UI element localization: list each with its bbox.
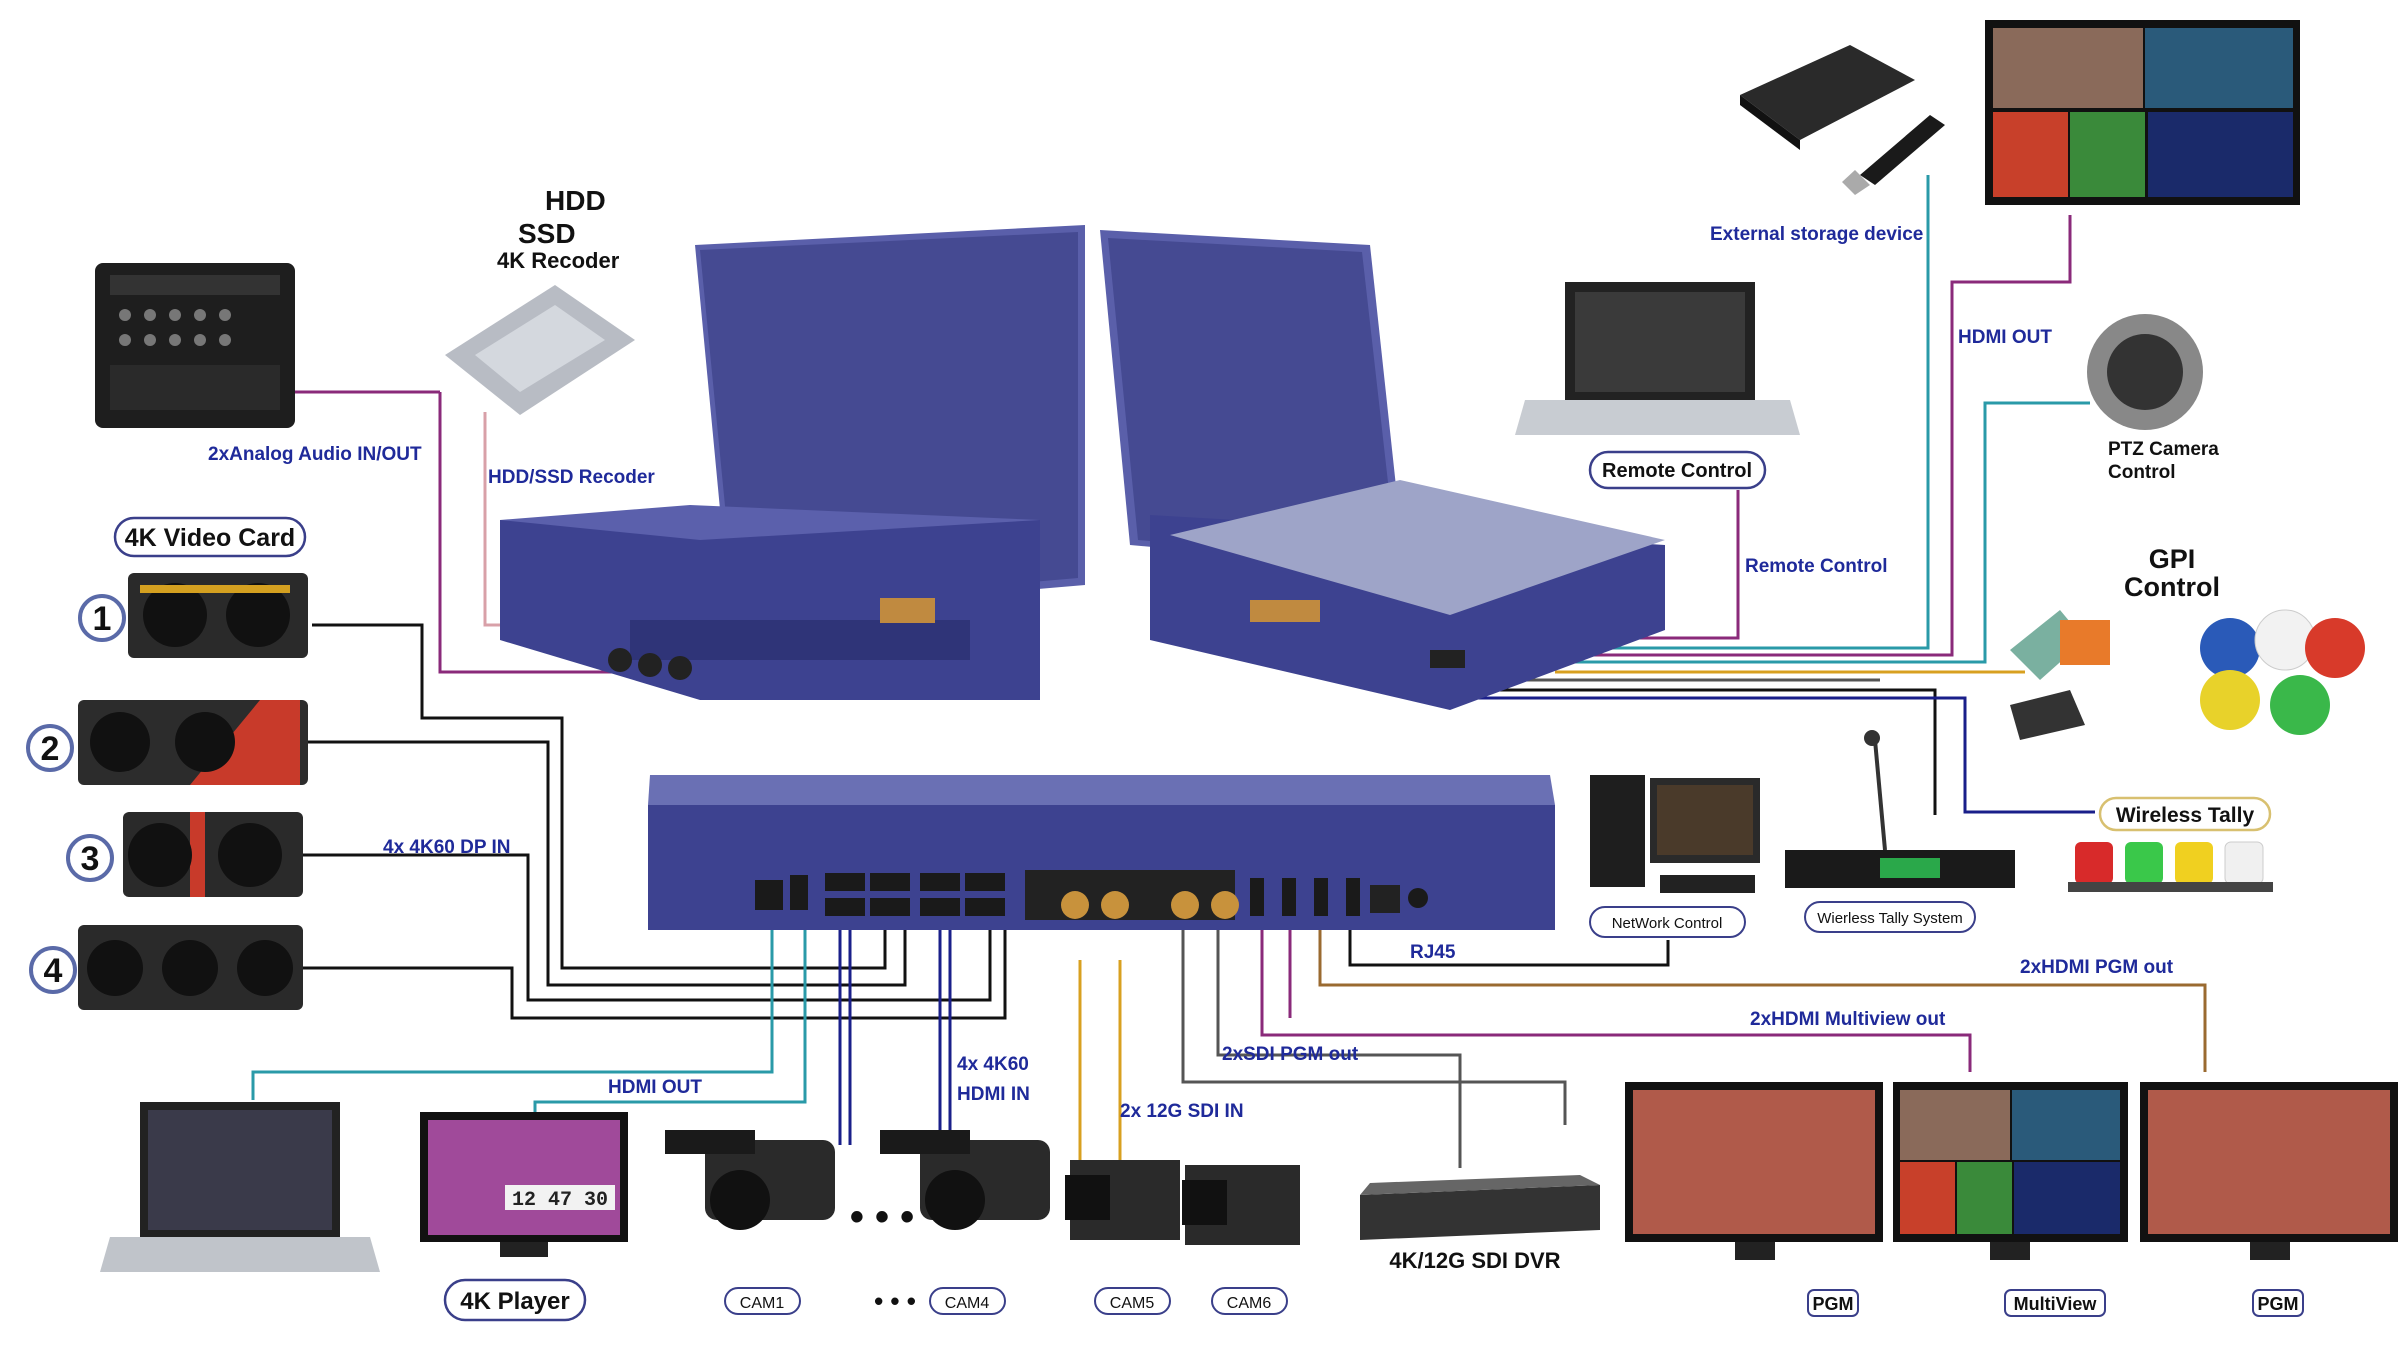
- label-hdmi-out-bottom: HDMI OUT: [608, 1077, 702, 1098]
- laptop-switcher-right: [1100, 230, 1665, 710]
- tally-system-box: [1785, 730, 2015, 888]
- label-external-storage: External storage device: [1710, 224, 1923, 245]
- label-hdd-ssd-recorder: HDD/SSD Recoder: [488, 467, 655, 488]
- label-dvr: 4K/12G SDI DVR: [1389, 1248, 1560, 1273]
- line-hdmi-top: [1555, 215, 2072, 657]
- line-ptz: [1555, 401, 2090, 664]
- audio-mixer: [95, 263, 295, 428]
- camera-5: [1065, 1160, 1180, 1240]
- label-cam1: CAM1: [740, 1295, 785, 1312]
- tally-lights: [2068, 841, 2273, 892]
- video-card-4: [78, 925, 303, 1010]
- label-hdmi-out-top: HDMI OUT: [1958, 327, 2052, 348]
- label-sdi-pgm-out: 2xSDI PGM out: [1222, 1044, 1359, 1065]
- label-hdmi-in-2: HDMI IN: [957, 1084, 1030, 1105]
- label-monitor-multiview: MultiView: [2014, 1294, 2098, 1314]
- cameras-hdmi: [665, 1130, 1050, 1230]
- label-ellipsis-bottom: • • •: [874, 1286, 916, 1316]
- connection-lines: [251, 175, 2207, 1168]
- label-hdd: HDD: [545, 185, 606, 216]
- label-4k-player: 4K Player: [460, 1288, 569, 1315]
- monitor-pgm-2: [2140, 1082, 2398, 1260]
- line-card-4: [303, 912, 1007, 1020]
- video-card-1: [128, 573, 308, 658]
- player-clock: 12 47 30: [512, 1189, 608, 1212]
- monitor-pgm-1: [1625, 1082, 1883, 1260]
- label-ellipsis-top: • • •: [850, 1195, 914, 1239]
- ptz-joystick: [2087, 314, 2203, 430]
- label-audio: 2xAnalog Audio IN/OUT: [208, 444, 422, 465]
- label-remote-control-box: Remote Control: [1602, 460, 1752, 482]
- laptop-bottom-left: [100, 1102, 380, 1272]
- video-card-2: [78, 700, 308, 785]
- monitor-multiview: [1893, 1082, 2128, 1260]
- line-card-2: [308, 740, 907, 987]
- label-remote-control-line: Remote Control: [1745, 556, 1888, 577]
- camera-labels: CAM1 • • • • • • CAM4 CAM5 CAM6: [724, 1195, 1288, 1316]
- player-monitor: 12 47 30: [420, 1112, 628, 1257]
- line-hdmi-out-2: [533, 912, 807, 1112]
- ssd-drive: [445, 285, 635, 415]
- monitor-labels: PGM MultiView PGM: [1807, 1289, 2304, 1317]
- camera-4: [880, 1130, 1050, 1230]
- label-cam6: CAM6: [1227, 1295, 1272, 1312]
- label-ptz-2: Control: [2108, 462, 2176, 483]
- card-number-4: 4: [44, 952, 63, 990]
- card-number-1: 1: [93, 600, 112, 638]
- label-wireless-tally-system: Wierless Tally System: [1817, 910, 1963, 927]
- camera-1: [665, 1130, 835, 1230]
- network-pc: [1590, 775, 1760, 893]
- camera-6: [1182, 1165, 1300, 1245]
- label-video-card: 4K Video Card: [125, 524, 295, 552]
- label-ssd: SSD: [518, 218, 576, 249]
- label-sdi-in: 2x 12G SDI IN: [1120, 1101, 1244, 1122]
- label-hdmi-multiview-out: 2xHDMI Multiview out: [1750, 1009, 1946, 1030]
- label-rj45: RJ45: [1410, 942, 1456, 963]
- line-hdmi-pgm: [1318, 920, 2207, 1072]
- label-network-control: NetWork Control: [1612, 915, 1723, 932]
- card-numbers: 1 2 3 4: [26, 594, 126, 994]
- label-ptz: PTZ Camera: [2108, 439, 2219, 460]
- dvr-box: [1360, 1175, 1600, 1240]
- label-dp-in: 4x 4K60 DP IN: [383, 837, 510, 858]
- label-gpi-2: Control: [2124, 572, 2220, 602]
- remote-control-laptop: [1515, 282, 1800, 435]
- card-number-2: 2: [41, 730, 60, 768]
- line-hdmi-out-1: [251, 912, 774, 1100]
- label-hdmi-pgm-out: 2xHDMI PGM out: [2020, 957, 2174, 978]
- laptop-switcher-left: [500, 225, 1085, 700]
- card-number-3: 3: [81, 840, 100, 878]
- line-multiview: [1260, 920, 1972, 1072]
- line-wireless-tally: [1460, 696, 2095, 814]
- label-hdmi-in-1: 4x 4K60: [957, 1054, 1029, 1075]
- label-cam5: CAM5: [1110, 1295, 1155, 1312]
- video-card-3: [123, 812, 303, 897]
- cameras-sdi: [1065, 1160, 1300, 1245]
- label-4k-recorder: 4K Recoder: [497, 248, 620, 273]
- video-cards: [78, 573, 308, 1010]
- external-storage-device: [1740, 45, 1945, 195]
- line-ext-storage: [1555, 175, 1930, 650]
- label-gpi: GPI: [2149, 544, 2196, 574]
- label-cam4: CAM4: [945, 1295, 990, 1312]
- label-wireless-tally: Wireless Tally: [2116, 804, 2255, 827]
- line-sdi-pgm: [1181, 928, 1567, 1125]
- gpi-buttons: [2010, 609, 2365, 740]
- line-card-3: [303, 853, 992, 1002]
- label-monitor-pgm-1: PGM: [1812, 1294, 1853, 1314]
- switcher-front-panel: [648, 775, 1555, 930]
- monitor-top-right: [1985, 20, 2300, 205]
- label-monitor-pgm-2: PGM: [2257, 1294, 2298, 1314]
- line-rj45: [1348, 930, 1670, 967]
- line-card-1: [312, 623, 887, 970]
- line-sdi-pgm-2: [1216, 928, 1462, 1168]
- line-tally-sys: [1460, 688, 1937, 815]
- line-audio-2: [438, 392, 635, 674]
